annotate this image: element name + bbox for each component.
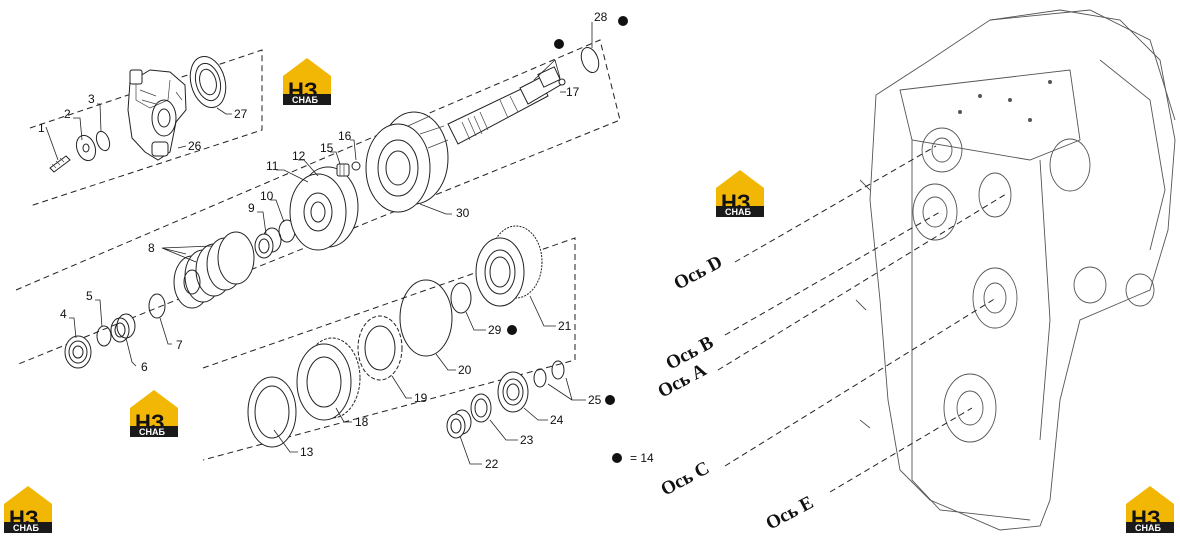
part-oring-28 — [580, 46, 600, 74]
brand-logo: НЗ СНАБ — [4, 486, 52, 533]
callout-26: 26 — [188, 139, 202, 153]
callout-23: 23 — [520, 433, 534, 447]
part-sleeve-6 — [110, 313, 136, 343]
legend-text: = 14 — [630, 451, 654, 465]
brand-logo: НЗ СНАБ — [716, 170, 764, 217]
callout-17: 17 — [566, 85, 580, 99]
callout-2: 2 — [64, 107, 71, 121]
part-bushing-9 — [254, 227, 282, 259]
callout-28: 28 — [594, 10, 608, 24]
dot-markers — [507, 16, 628, 405]
svg-text:СНАБ: СНАБ — [725, 207, 751, 217]
part-oring-3 — [95, 130, 111, 152]
part-snapring-5 — [96, 325, 112, 347]
part-bearing-24 — [497, 371, 529, 413]
callout-12: 12 — [292, 149, 306, 163]
callout-15: 15 — [320, 141, 334, 155]
callout-21: 21 — [558, 319, 572, 333]
part-bearing-4 — [64, 335, 92, 369]
part-yoke-26 — [127, 69, 187, 161]
part-ring-23 — [470, 393, 492, 423]
part-plate-13 — [247, 376, 297, 448]
axis-pointers — [717, 145, 1007, 493]
part-bushing-22 — [446, 409, 472, 439]
transmission-housing — [855, 9, 1176, 531]
axis-labels: Ось D Ось B Ось A Ось C Ось E — [654, 252, 817, 535]
brand-logo: НЗ СНАБ — [283, 58, 331, 105]
callout-7: 7 — [176, 338, 183, 352]
yoke-assembly — [49, 56, 227, 173]
callout-6: 6 — [141, 360, 148, 374]
callout-10: 10 — [260, 189, 274, 203]
part-washer-25a — [533, 368, 547, 388]
callout-3: 3 — [88, 92, 95, 106]
part-gear-21 — [475, 225, 543, 307]
part-disc-springs-8 — [173, 231, 255, 309]
leader-lines — [45, 22, 593, 465]
axis-label-e: Ось E — [762, 492, 817, 534]
callout-18: 18 — [355, 415, 369, 429]
callout-9: 9 — [248, 201, 255, 215]
part-ball-16 — [351, 161, 361, 171]
part-shaft-17 — [447, 66, 566, 145]
callout-5: 5 — [86, 289, 93, 303]
callout-20: 20 — [458, 363, 472, 377]
callout-11: 11 — [266, 159, 279, 173]
axis-label-d: Ось D — [670, 252, 726, 295]
part-disc-18 — [296, 337, 361, 421]
svg-text:СНАБ: СНАБ — [292, 95, 318, 105]
callout-27: 27 — [234, 107, 248, 121]
part-ring-7 — [148, 293, 166, 319]
callout-24: 24 — [550, 413, 564, 427]
callout-13: 13 — [300, 445, 314, 459]
clutch-assembly — [64, 46, 600, 369]
callout-8: 8 — [148, 241, 155, 255]
legend: = 14 — [612, 451, 654, 465]
part-washer-2 — [75, 134, 97, 162]
part-ring-29 — [450, 282, 472, 314]
gear-assembly — [247, 225, 565, 448]
part-drum-30 — [365, 111, 449, 213]
part-screw-15 — [336, 163, 350, 177]
brand-logo: НЗ СНАБ — [1126, 486, 1174, 533]
brand-logo: НЗ СНАБ — [130, 390, 178, 437]
callout-16: 16 — [338, 129, 352, 143]
part-washer-25b — [551, 360, 565, 380]
svg-text:СНАБ: СНАБ — [139, 427, 165, 437]
part-plate-19 — [357, 315, 403, 381]
callout-19: 19 — [414, 391, 428, 405]
part-seal-27 — [189, 56, 227, 108]
callout-labels: 1 2 3 4 5 6 7 8 9 10 11 12 13 15 16 17 1… — [38, 10, 608, 471]
part-snapring-20 — [399, 279, 453, 357]
part-piston-11 — [289, 166, 359, 251]
callout-30: 30 — [456, 206, 470, 220]
svg-text:СНАБ: СНАБ — [1135, 523, 1161, 533]
part-bolt-1 — [49, 155, 71, 173]
callout-29: 29 — [488, 323, 502, 337]
callout-1: 1 — [38, 121, 45, 135]
callout-25: 25 — [588, 393, 602, 407]
axis-label-c: Ось C — [657, 458, 713, 501]
callout-4: 4 — [60, 307, 67, 321]
callout-22: 22 — [485, 457, 499, 471]
svg-text:СНАБ: СНАБ — [13, 523, 39, 533]
